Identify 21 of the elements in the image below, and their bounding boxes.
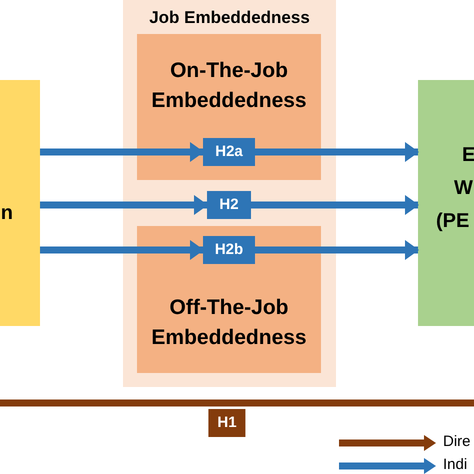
- construct-box: [137, 226, 321, 373]
- group-title: Job Embeddedness: [148, 7, 311, 29]
- legend-text: Indi: [443, 456, 468, 474]
- hypothesis-label: H1: [208, 409, 246, 437]
- arrow: [251, 195, 419, 215]
- hypothesis-tag: H2b: [203, 236, 255, 264]
- hypothesis-tag: H2: [207, 191, 251, 219]
- node-label: n: [0, 200, 13, 226]
- node-label: (PE: [436, 208, 470, 234]
- arrow: [40, 142, 204, 162]
- hypothesis-tag: H2a: [203, 138, 255, 166]
- legend-text: Dire: [443, 433, 471, 451]
- construct-box: [137, 34, 321, 180]
- group-panel: [123, 0, 336, 387]
- arrow: [255, 142, 419, 162]
- arrow: [40, 195, 208, 215]
- arrow: [40, 240, 204, 260]
- arrow: [255, 240, 419, 260]
- node-label: On-The-Job Embeddedness: [150, 58, 308, 114]
- node-label: Off-The-Job Embeddedness: [150, 295, 308, 351]
- node-label: W: [454, 176, 473, 200]
